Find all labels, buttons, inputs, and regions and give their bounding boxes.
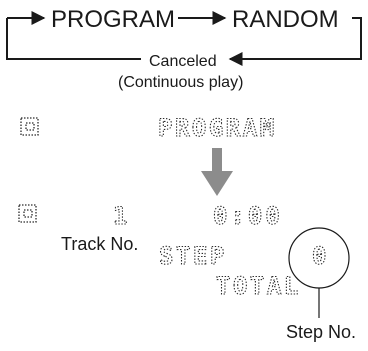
callout-step-no: Step No. <box>286 322 356 342</box>
lcd-step-value: 0 <box>312 242 326 270</box>
down-arrow-icon <box>201 148 233 196</box>
flow-continuous-label: (Continuous play) <box>118 74 243 91</box>
lcd-total-text: TOTAL <box>216 272 301 300</box>
lcd-step-text: STEP <box>159 242 227 270</box>
flow-program-label: PROGRAM <box>51 6 175 33</box>
lcd-program-text: PROGRAM <box>158 114 277 142</box>
lcd-display-top: PROGRAM <box>20 113 277 143</box>
disc-indicator-icon <box>20 117 39 136</box>
flow-return-line <box>228 17 362 66</box>
callout-track-no: Track No. <box>61 234 138 254</box>
flow-random-label: RANDOM <box>232 6 339 33</box>
disc-indicator-icon <box>18 204 37 223</box>
step-no-callout <box>288 227 350 318</box>
lcd-display-bottom: 1 0:00 STEP 0 TOTAL <box>18 201 327 301</box>
flow-canceled-label: Canceled <box>149 53 217 70</box>
lcd-time: 0:00 <box>213 202 283 230</box>
mode-flow: PROGRAM RANDOM Canceled (Continuous play… <box>6 6 362 91</box>
flow-loop-line <box>6 18 141 60</box>
lcd-track-number: 1 <box>113 202 127 230</box>
